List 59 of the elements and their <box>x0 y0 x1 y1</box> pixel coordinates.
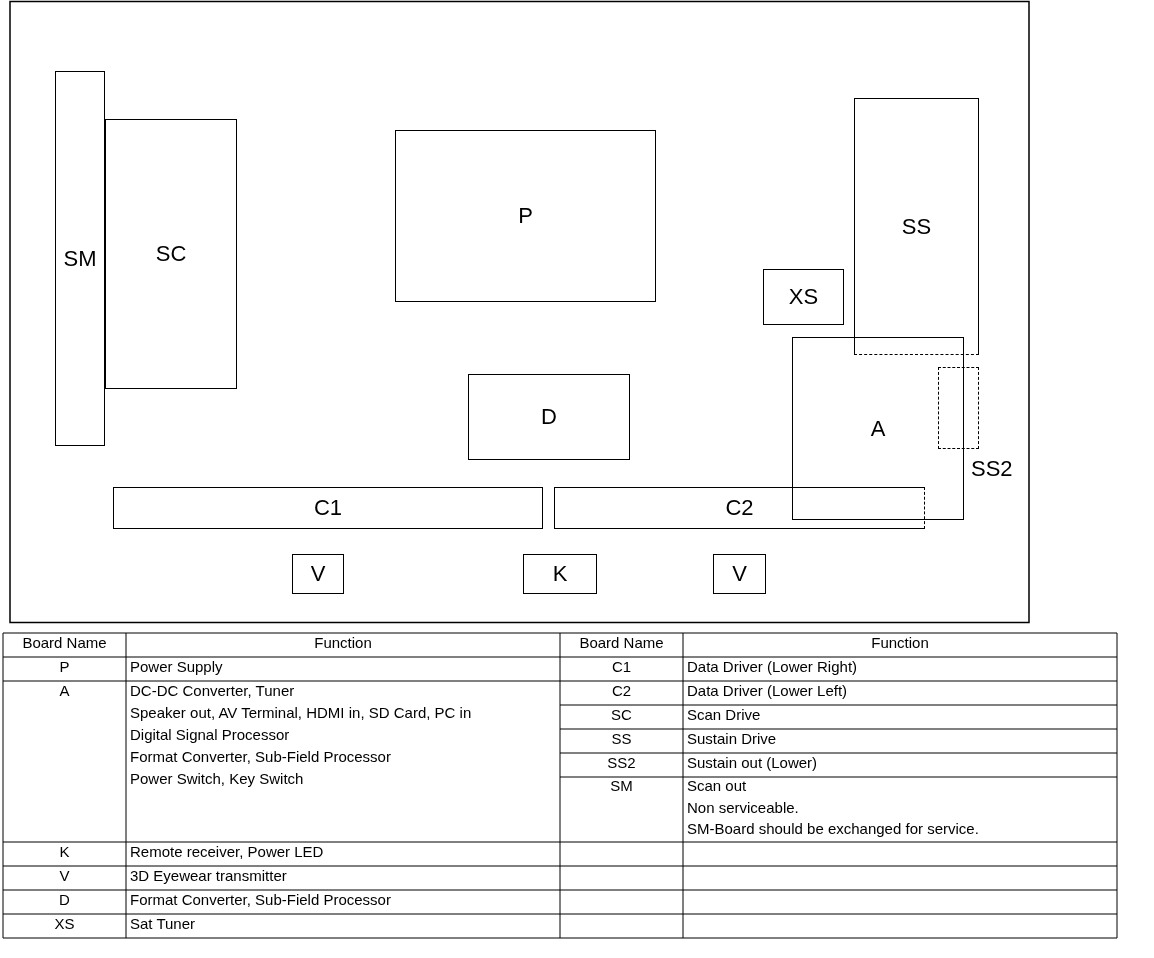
board-outline <box>792 337 964 520</box>
function-text: Data Driver (Lower Left) <box>687 682 848 700</box>
function-text: DC-DC Converter, Tuner <box>130 682 295 700</box>
board-label: V <box>310 563 326 585</box>
board-label: SS2 <box>971 458 1013 480</box>
board-outline <box>292 554 344 594</box>
board-label: C2 <box>725 497 754 519</box>
column-header: Board Name <box>21 634 108 652</box>
board-outline <box>55 71 105 446</box>
function-text: Digital Signal Processor <box>130 726 290 744</box>
board-label: SM <box>63 247 97 270</box>
board-code: D <box>58 891 71 909</box>
function-text: Sat Tuner <box>130 915 196 933</box>
board-code: XS <box>53 915 76 933</box>
board-code: SS <box>610 730 633 748</box>
function-text: SM-Board should be exchanged for service. <box>687 820 979 838</box>
board-label: K <box>552 563 568 585</box>
board-outline <box>713 554 766 594</box>
board-outline <box>523 554 597 594</box>
column-header: Function <box>313 634 373 652</box>
board-code: V <box>58 867 71 885</box>
function-text: Scan out <box>687 777 747 795</box>
function-text: Sustain Drive <box>687 730 777 748</box>
board-outline <box>113 487 543 529</box>
board-outline <box>468 374 630 460</box>
board-outline <box>763 269 844 325</box>
board-code: SC <box>610 706 633 724</box>
board-label: A <box>870 417 886 440</box>
board-label: D <box>541 406 557 428</box>
function-text: Scan Drive <box>687 706 761 724</box>
function-text: Format Converter, Sub-Field Processor <box>130 891 391 909</box>
board-code: A <box>58 682 71 700</box>
board-label: C1 <box>313 497 343 519</box>
board-outline <box>105 119 237 389</box>
function-text: Remote receiver, Power LED <box>130 843 324 861</box>
board-label: P <box>518 205 533 227</box>
board-outline <box>554 487 925 529</box>
board-outline <box>854 98 979 355</box>
function-text: Speaker out, AV Terminal, HDMI in, SD Card, PC in <box>130 704 472 722</box>
function-text: Power Supply <box>130 658 223 676</box>
function-text: Power Switch, Key Switch <box>130 770 304 788</box>
function-text: 3D Eyewear transmitter <box>130 867 287 885</box>
function-text: Data Driver (Lower Right) <box>687 658 858 676</box>
board-label: SS <box>901 215 932 238</box>
board-code: SS2 <box>606 754 637 772</box>
board-code: SM <box>609 777 634 795</box>
board-label: XS <box>788 286 819 308</box>
function-text: Sustain out (Lower) <box>687 754 818 772</box>
column-header: Board Name <box>578 634 665 652</box>
board-outline <box>395 130 656 302</box>
board-code: C1 <box>610 658 633 676</box>
function-text: Non serviceable. <box>687 799 799 817</box>
board-code: P <box>58 658 71 676</box>
board-label: V <box>732 563 747 585</box>
board-label: SC <box>155 243 187 265</box>
board-code: K <box>58 843 71 861</box>
column-header: Function <box>870 634 930 652</box>
board-code: C2 <box>610 682 633 700</box>
function-text: Format Converter, Sub-Field Processor <box>130 748 391 766</box>
